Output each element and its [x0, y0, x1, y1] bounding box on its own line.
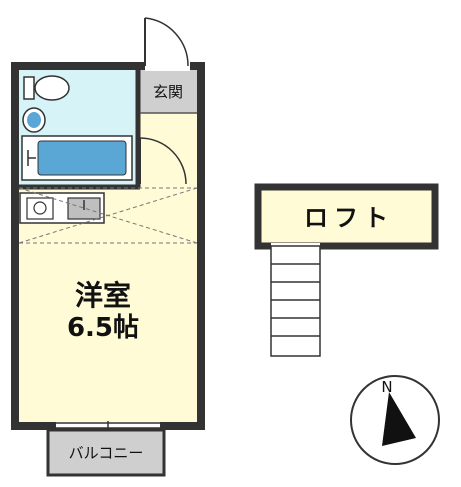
balcony — [46, 428, 166, 477]
room-size: 6.5帖 — [67, 313, 139, 343]
compass: N — [350, 375, 440, 465]
bathroom-door-icon — [139, 137, 187, 185]
room-name: 洋室 — [75, 279, 131, 312]
overhead-storage-lines — [18, 187, 198, 244]
kitchen-counter — [19, 192, 105, 224]
loft-floor — [254, 183, 439, 250]
main-unit: 玄関 洋室 6.5帖 バルコニー — [11, 17, 205, 477]
loft-ladder — [270, 245, 321, 357]
toilet-icon — [23, 75, 70, 101]
loft: ロフト — [254, 183, 439, 357]
north-arrow-icon — [382, 392, 416, 446]
front-door-icon — [144, 17, 189, 67]
loft-label: ロフト — [304, 204, 394, 232]
stove-icon — [26, 197, 54, 220]
front-door-gap — [145, 61, 190, 71]
bathtub-icon — [21, 135, 133, 181]
sink-icon — [67, 197, 101, 220]
entrance-floor — [140, 70, 197, 113]
entrance-label: 玄関 — [153, 83, 183, 101]
washbasin-icon — [22, 107, 46, 133]
north-label: N — [381, 378, 392, 396]
balcony-label: バルコニー — [69, 444, 144, 462]
